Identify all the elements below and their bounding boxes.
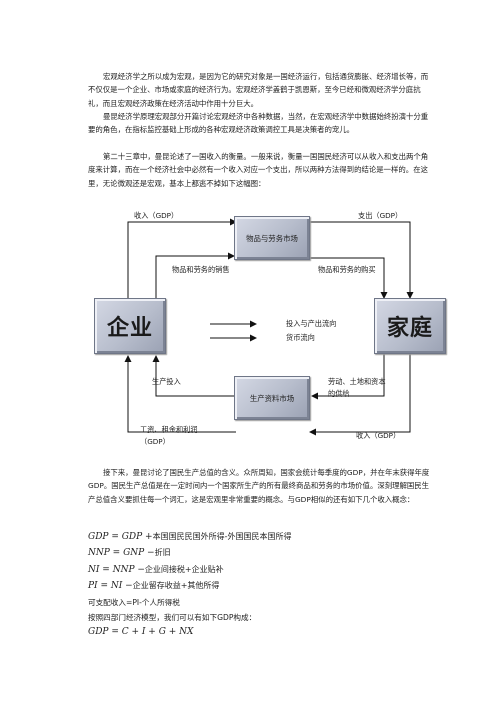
four-sector-note: 按照四部门经济模型，我们可以有如下GDP构成： xyxy=(88,612,257,622)
wages-label: 工资、租金和利润（GDP） xyxy=(140,425,198,446)
goods-sold-label: 物品和劳务的销售 xyxy=(172,265,230,274)
production-inputs-label: 生产投入 xyxy=(152,377,181,386)
formula-disposable-income: 可支配收入=PI-个人所得税 xyxy=(88,597,180,607)
money-flow-outer-top-right xyxy=(310,221,414,299)
formula-gdp: GDP = GDP +本国国民民国外所得-外国国民本国所得 xyxy=(88,532,292,542)
income-top-label: 收入（GDP） xyxy=(134,211,179,220)
factor-market-box: 生产资料市场 xyxy=(234,376,310,420)
households-box: 家庭 xyxy=(374,298,446,354)
legend-money-label: 货币流向 xyxy=(286,333,315,342)
goods-market-box: 物品与劳务市场 xyxy=(234,216,310,260)
spending-top-label: 支出（GDP） xyxy=(358,211,403,220)
factors-supply-label: 劳动、土地和资本的供给 xyxy=(328,377,386,398)
gdp-definition-paragraph: 接下来，曼昆讨论了国民生产总值的含义。众所周知，国家会统计每季度的GDP，并在年… xyxy=(88,468,430,504)
goods-flow-firms-to-market xyxy=(155,252,235,298)
factors-flow-market-to-firms xyxy=(152,355,234,397)
formula-nnp: NNP = GNP −折旧 xyxy=(88,548,171,559)
income-bottom-label: 收入（GDP） xyxy=(356,431,401,440)
formula-pi: PI = NI −企业留存收益+其他所得 xyxy=(88,581,220,592)
legend-flow-label: 投入与产出流向 xyxy=(286,319,337,328)
circular-flow-diagram: 物品与劳务市场 生产资料市场 企业 家庭 收入（GDP） 支出（GDP） 物品和… xyxy=(80,206,446,456)
factors-flow-households-to-market xyxy=(311,352,385,400)
formula-list: GDP = GDP +本国国民民国外所得-外国国民本国所得 NNP = GNP … xyxy=(88,529,448,640)
firms-box: 企业 xyxy=(94,298,166,354)
intro-paragraph: 宏观经济学之所以成为宏观，是因为它的研究对象是一国经济运行，包括通货膨胀、经济增… xyxy=(88,72,429,108)
data-role-paragraph: 曼昆经济学原理宏观部分开篇讨论宏观经济中各种数据，当然，在宏观经济学中数据始终扮… xyxy=(88,112,429,135)
goods-bought-label: 物品和劳务的购买 xyxy=(318,265,376,274)
income-measure-paragraph: 第二十三章中，曼昆论述了一国收入的衡量。一般来说，衡量一国国民经济可以从收入和支… xyxy=(88,152,429,188)
money-flow-outer-bottom-left xyxy=(124,355,236,433)
formula-gdp-components: GDP = C + I + G + NX xyxy=(88,626,194,637)
money-flow-outer-bottom-right xyxy=(309,352,411,436)
formula-ni: NI = NNP −企业间接税+企业贴补 xyxy=(88,564,224,575)
money-flow-outer-top-left xyxy=(127,218,237,298)
